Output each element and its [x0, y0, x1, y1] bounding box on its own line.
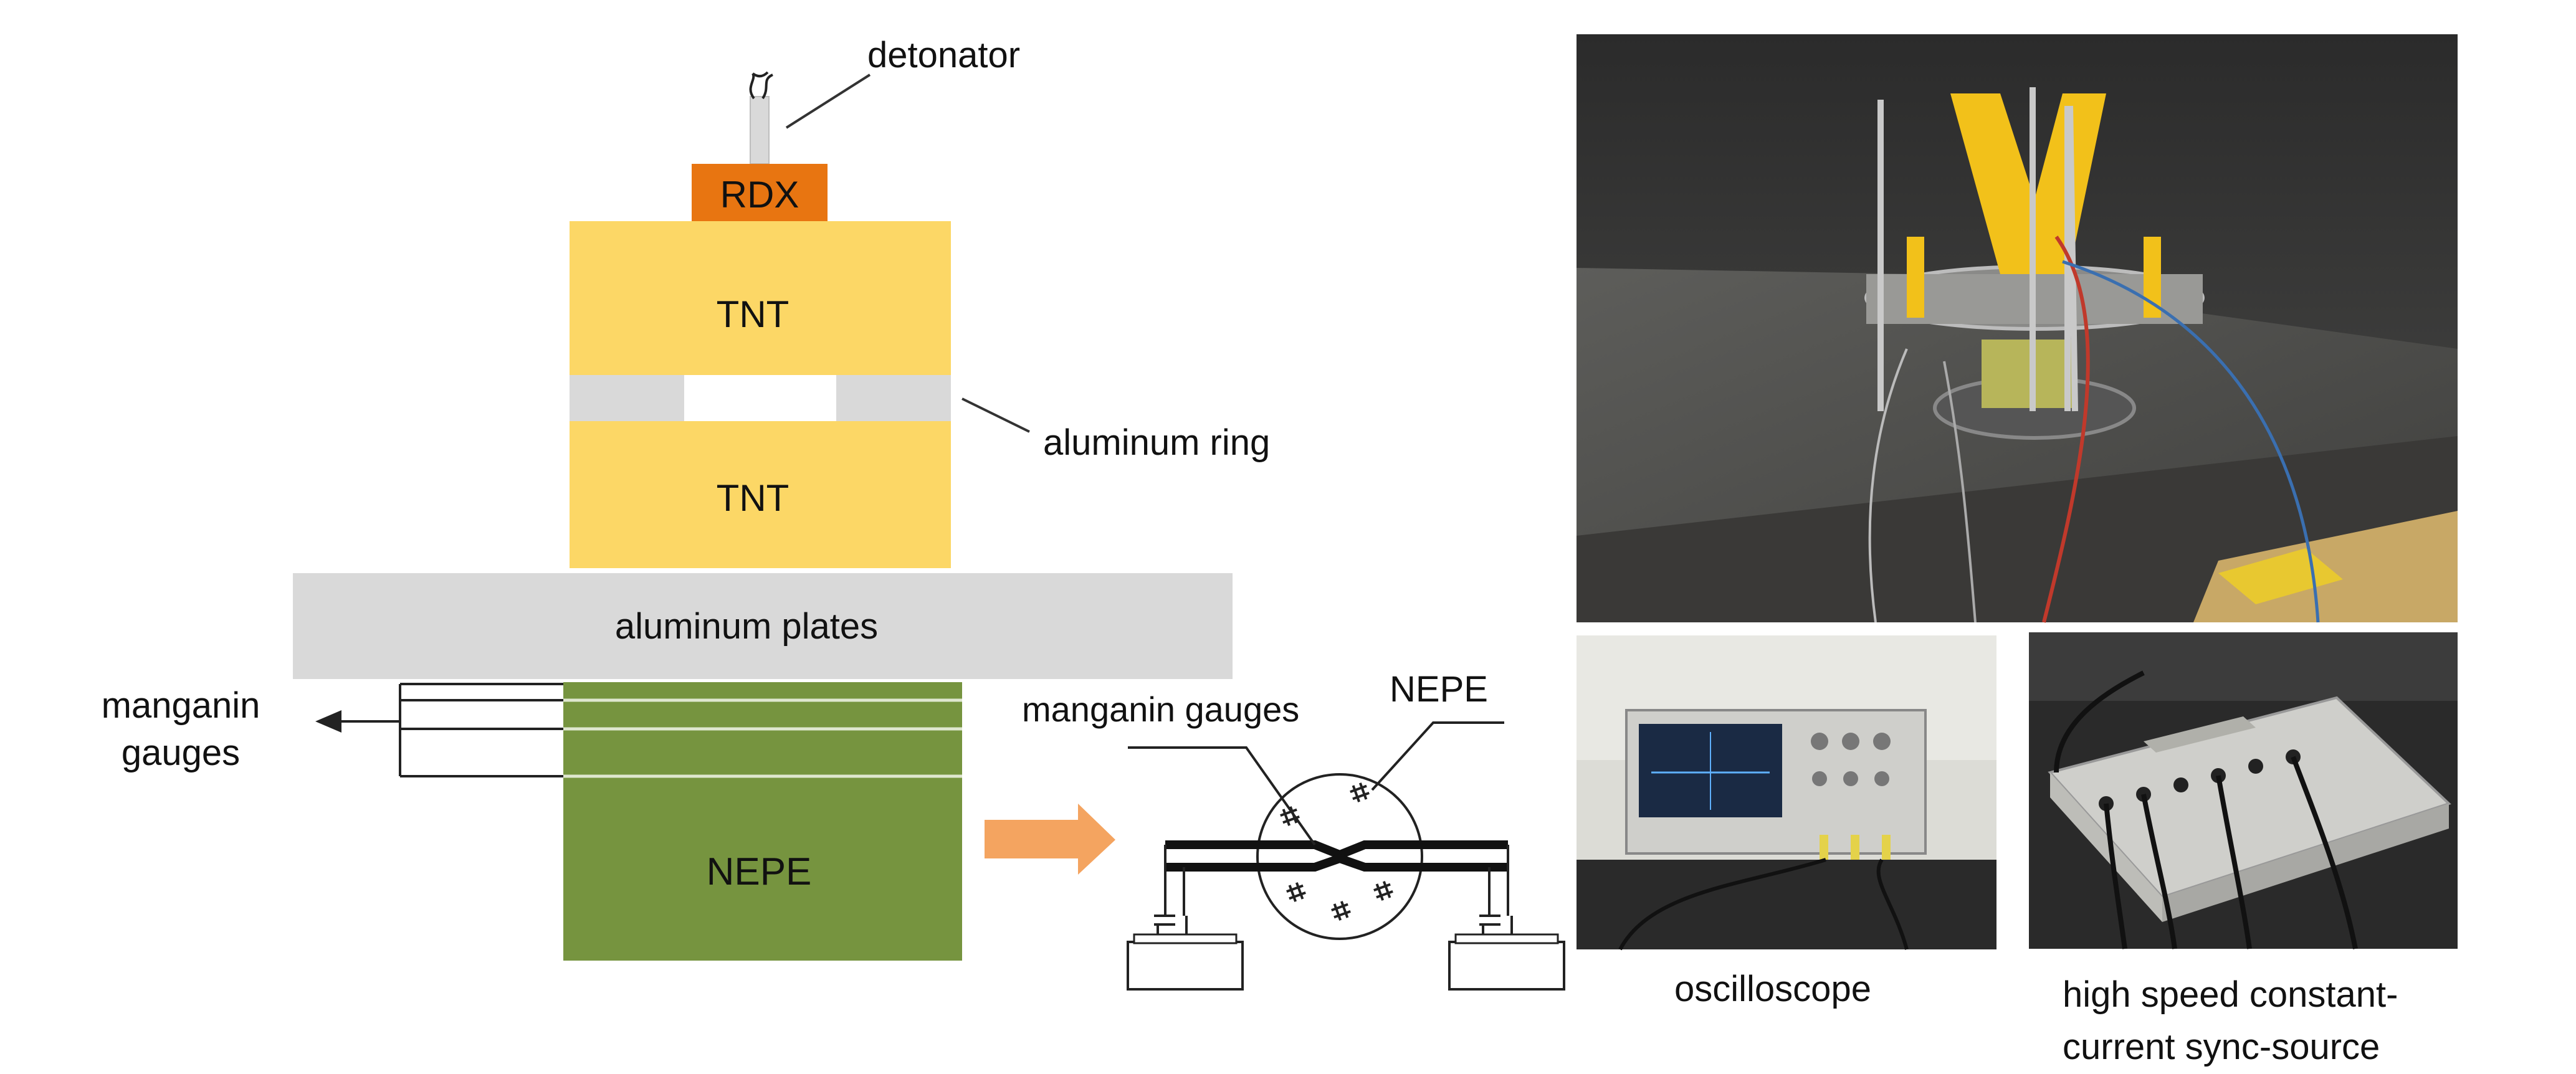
circuit-leads	[1154, 845, 1513, 942]
manganin-gauge-strips	[1165, 840, 1508, 872]
signal-terminal-left-top	[1133, 933, 1238, 944]
manganin-gauges-leader-line	[1128, 746, 1316, 846]
manganin-gauge-leads	[336, 683, 563, 777]
explosive-assembly-schematic: detonator RDX TNT aluminum ring TNT alum…	[102, 35, 1270, 961]
field-test-photo	[1577, 34, 2458, 623]
signal-terminal-left	[1127, 941, 1244, 991]
manganin-gauges-label-line1: manganin	[102, 685, 260, 726]
rdx-booster	[692, 164, 828, 223]
aluminum-plates-label: aluminum plates	[615, 606, 878, 647]
signal-terminal-right	[1448, 941, 1565, 991]
tnt-lower-label: TNT	[717, 477, 789, 519]
detonator-label: detonator	[867, 35, 1020, 75]
transition-arrow-icon	[985, 804, 1115, 875]
detail-manganin-gauges-label: manganin gauges	[1022, 690, 1299, 729]
aluminum-ring-label: aluminum ring	[1043, 422, 1270, 463]
detail-nepe-label: NEPE	[1390, 669, 1488, 710]
nepe-label: NEPE	[707, 850, 812, 893]
detonator	[749, 71, 773, 164]
manganin-gauges-arrow-icon	[315, 710, 341, 733]
detonator-leader-line	[785, 74, 871, 129]
aluminum-plates	[293, 573, 1233, 679]
tnt-charge-upper	[570, 221, 951, 375]
sync-source-caption-line1: high speed constant-	[2063, 974, 2398, 1015]
oscilloscope-caption: oscilloscope	[1674, 969, 1871, 1009]
tnt-charge-lower	[570, 421, 951, 568]
manganin-gauges-label-line2: gauges	[122, 733, 240, 773]
nepe-sample	[563, 682, 962, 961]
tnt-upper-label: TNT	[717, 293, 789, 335]
aluminum-ring	[570, 375, 951, 421]
rdx-label: RDX	[720, 174, 799, 216]
aluminum-ring-leader-line	[961, 397, 1030, 433]
oscilloscope-photo	[1577, 635, 1996, 951]
gauge-circuit-detail: manganin gauges NEPE	[1022, 669, 1565, 991]
sync-source-caption-line2: current sync-source	[2063, 1027, 2380, 1067]
signal-terminal-right-top	[1454, 933, 1559, 944]
nepe-leader-line	[1371, 721, 1504, 791]
detonator-wire-icon	[749, 71, 773, 100]
sync-source-photo	[2029, 632, 2458, 949]
